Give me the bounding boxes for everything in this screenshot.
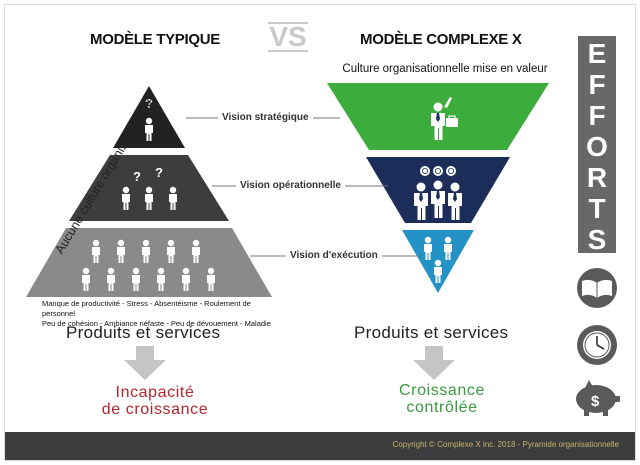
vision-execution-label: Vision d'exécution: [286, 250, 382, 261]
person-icon-group-middle: ? ?: [122, 165, 177, 210]
left-outcome-line-1: Incapacité: [115, 384, 195, 401]
left-pyramid-top: [113, 86, 185, 148]
efforts-letter-f1: F: [588, 69, 606, 100]
right-model-title: MODÈLE COMPLEXE X: [360, 31, 522, 48]
left-outcome-line-2: de croissance: [101, 401, 209, 418]
left-model-title: MODÈLE TYPIQUE: [90, 31, 220, 48]
problems-text: Manque de productivité - Stress - Absent…: [42, 299, 272, 329]
efforts-letter-o: O: [586, 131, 608, 162]
svg-text:?: ?: [133, 169, 141, 184]
gears-icon: [420, 166, 456, 176]
right-outcome-line-2: contrôlée: [406, 399, 478, 416]
efforts-letter-r: R: [586, 162, 608, 193]
efforts-letter-s: S: [587, 224, 607, 255]
problems-line-1: Manque de productivité - Stress - Absent…: [42, 299, 251, 318]
svg-text:$: $: [591, 393, 600, 410]
vision-operational-label: Vision opérationnelle: [236, 180, 345, 191]
culture-highlight-label: Culture organisationnelle mise en valeur: [342, 63, 548, 75]
right-pyramid-middle: [366, 157, 510, 223]
right-outcome-line-1: Croissance: [398, 382, 486, 399]
book-icon: [577, 268, 617, 308]
efforts-letter-f2: F: [588, 100, 606, 131]
efforts-letter-e: E: [587, 38, 607, 69]
efforts-box: E F F O R T S: [578, 36, 616, 255]
copyright-text: Copyright © Complexe X inc. 2018 - Pyram…: [392, 440, 619, 449]
svg-text:?: ?: [145, 96, 153, 111]
efforts-letter-t: T: [588, 193, 606, 224]
footer-bar: Copyright © Complexe X inc. 2018 - Pyram…: [5, 432, 635, 460]
vs-label: VS: [268, 21, 308, 52]
vision-strategic-label: Vision stratégique: [218, 112, 313, 123]
right-outcome: Croissance contrôlée: [372, 382, 512, 416]
problems-line-2: Peu de cohésion - Ambiance néfaste - Peu…: [42, 319, 271, 328]
piggy-bank-icon: $: [576, 380, 620, 416]
svg-text:?: ?: [155, 165, 163, 180]
down-arrow-right: [413, 346, 455, 380]
clock-icon: [577, 325, 617, 365]
left-outcome: Incapacité de croissance: [85, 384, 225, 418]
businessman-icon: [431, 97, 458, 140]
left-products-label: Produits et services: [66, 323, 221, 342]
right-products-label: Produits et services: [354, 323, 509, 342]
down-arrow-left: [124, 346, 166, 380]
person-icon-group-top: ?: [145, 96, 153, 141]
